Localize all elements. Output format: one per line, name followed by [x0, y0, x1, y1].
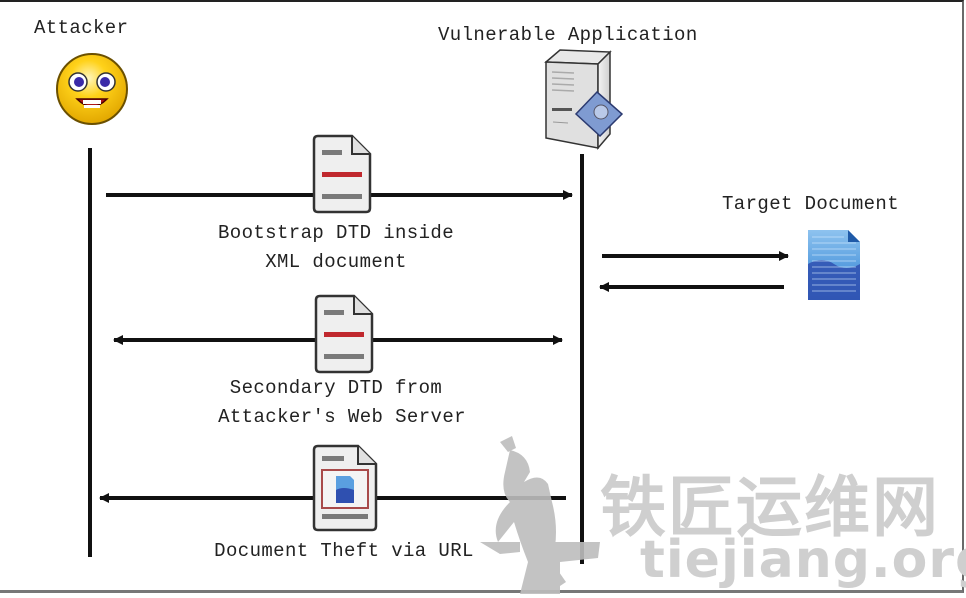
xml-document-icon [312, 134, 372, 214]
document-theft-label: Document Theft via URL [214, 540, 474, 562]
secondary-dtd-label-line1: Secondary DTD from [229, 377, 443, 399]
bootstrap-dtd-label-line1: Bootstrap DTD inside [217, 222, 455, 244]
application-label: Vulnerable Application [438, 24, 698, 46]
watermark-chinese: 铁匠运维网 [600, 469, 940, 546]
secondary-dtd-label-line2: Attacker's Web Server [218, 406, 466, 428]
server-icon [544, 49, 624, 151]
blacksmith-watermark-icon [480, 436, 600, 594]
bootstrap-dtd-label-line2: XML document [265, 251, 407, 273]
blue-document-icon [808, 230, 860, 300]
smiley-face-icon [56, 53, 128, 125]
xml-document-icon [314, 294, 374, 374]
embedded-document-icon [312, 444, 378, 532]
watermark-url: tiejiang.org [640, 530, 966, 590]
target-document-label: Target Document [722, 193, 900, 215]
attacker-label: Attacker [34, 17, 129, 39]
